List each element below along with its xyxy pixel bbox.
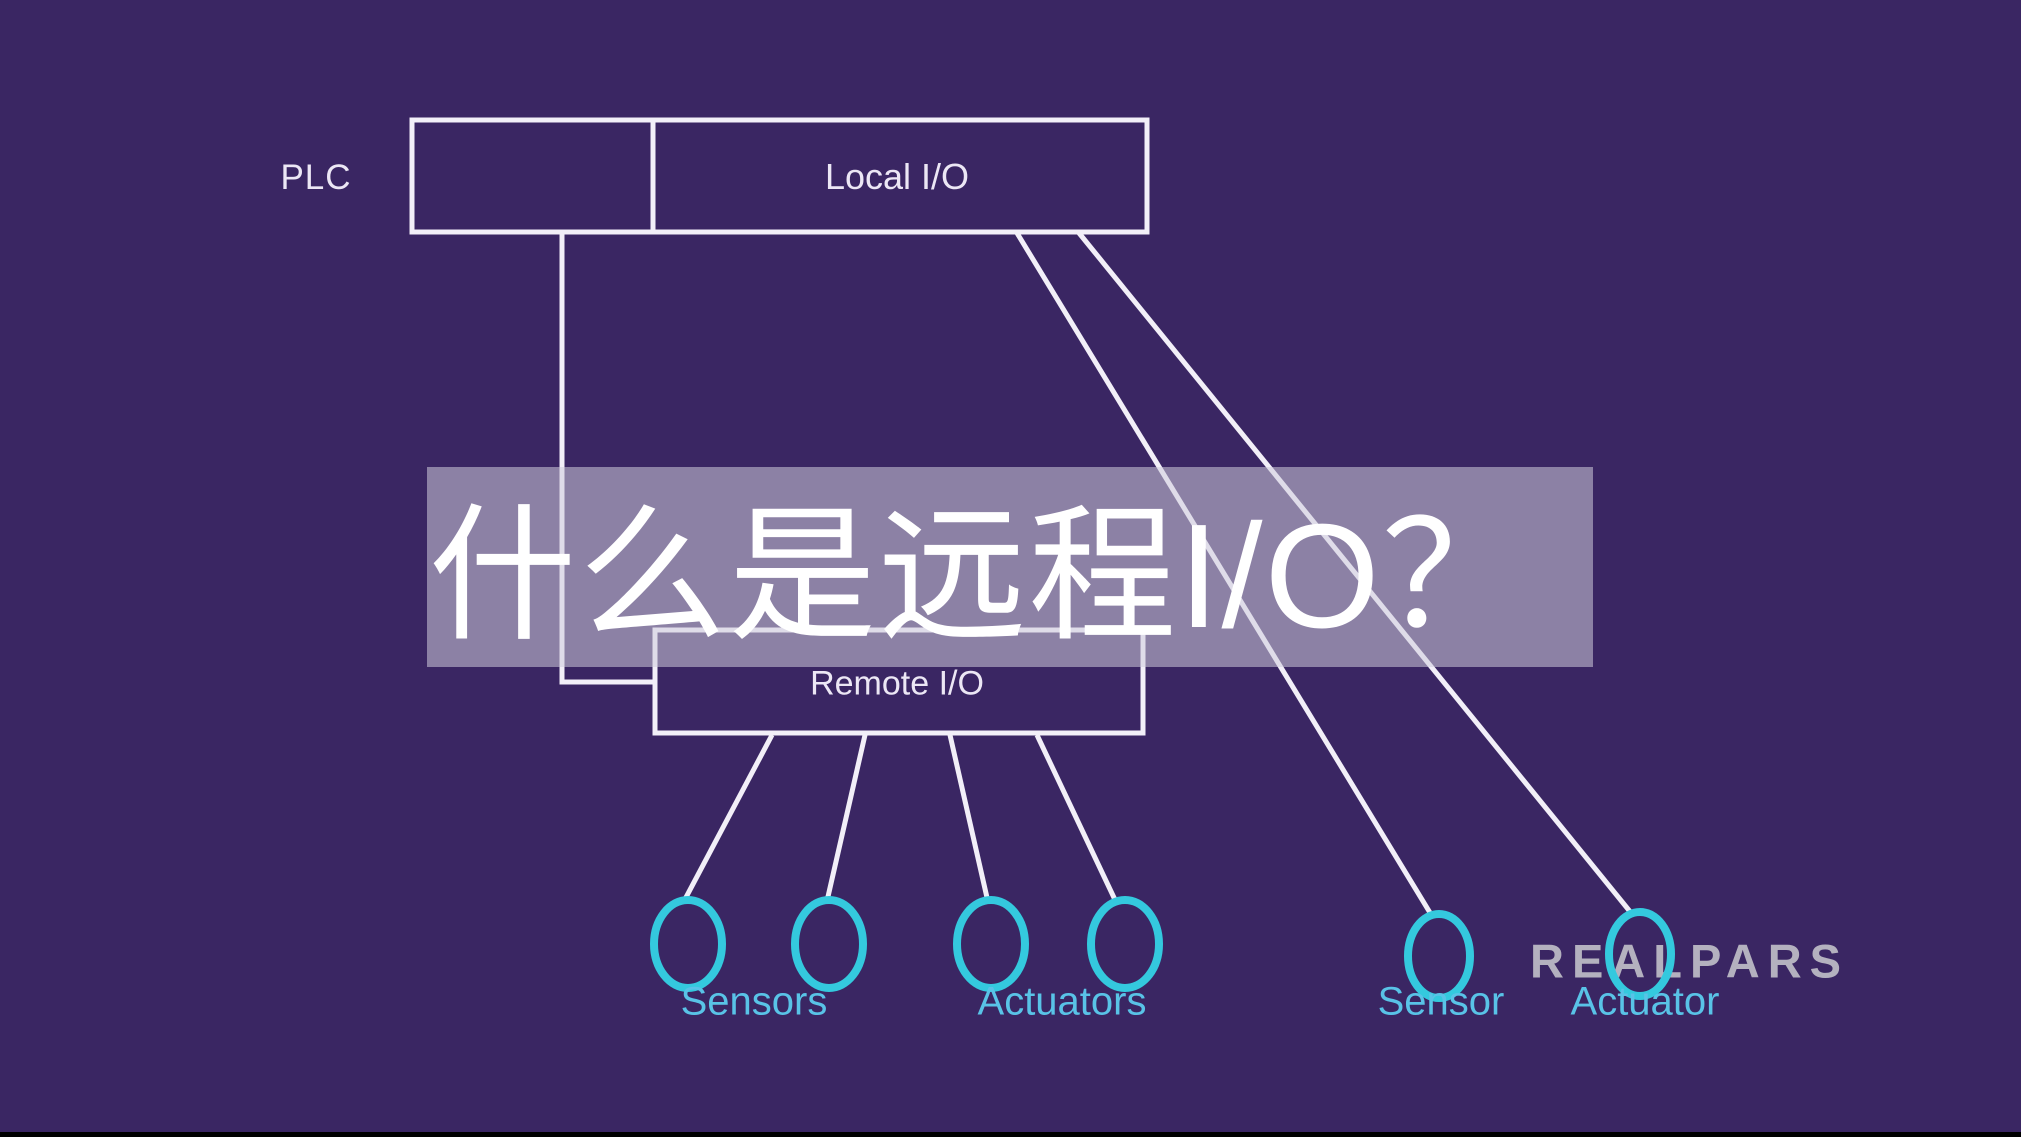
remote-io-wire-1 xyxy=(680,733,775,905)
remote-sensor-circle xyxy=(1404,910,1474,1002)
remote-io-wire-2 xyxy=(824,734,868,902)
local-io-label: Local I/O xyxy=(824,156,970,197)
actuator-label: Actuator xyxy=(1570,979,1720,1024)
actuator-circle-2 xyxy=(1087,896,1163,992)
plc-box xyxy=(409,117,1150,235)
subtitle-overlay: 什么是远程I/O？ xyxy=(427,467,1593,667)
subtitle-text: 什么是远程I/O？ xyxy=(428,494,1532,659)
actuator-circle-1 xyxy=(953,896,1029,992)
remote-actuator-circle xyxy=(1605,908,1675,1000)
sensor-circle-1 xyxy=(650,896,726,992)
sensor-circle-2 xyxy=(791,896,867,992)
sensors-label: Sensors xyxy=(680,979,828,1024)
remote-io-wire-3 xyxy=(947,734,991,903)
realpars-logo: REALPARS xyxy=(1530,934,1850,988)
remote-io-label: Remote I/O xyxy=(810,664,984,703)
actuators-label: Actuators xyxy=(977,979,1147,1024)
plc-label: PLC xyxy=(280,158,352,197)
sensor-label: Sensor xyxy=(1377,979,1505,1024)
remote-io-wire-4 xyxy=(1034,733,1120,906)
plc-to-remote-bus-line xyxy=(559,232,655,685)
letterbox-bar xyxy=(0,1132,2021,1137)
